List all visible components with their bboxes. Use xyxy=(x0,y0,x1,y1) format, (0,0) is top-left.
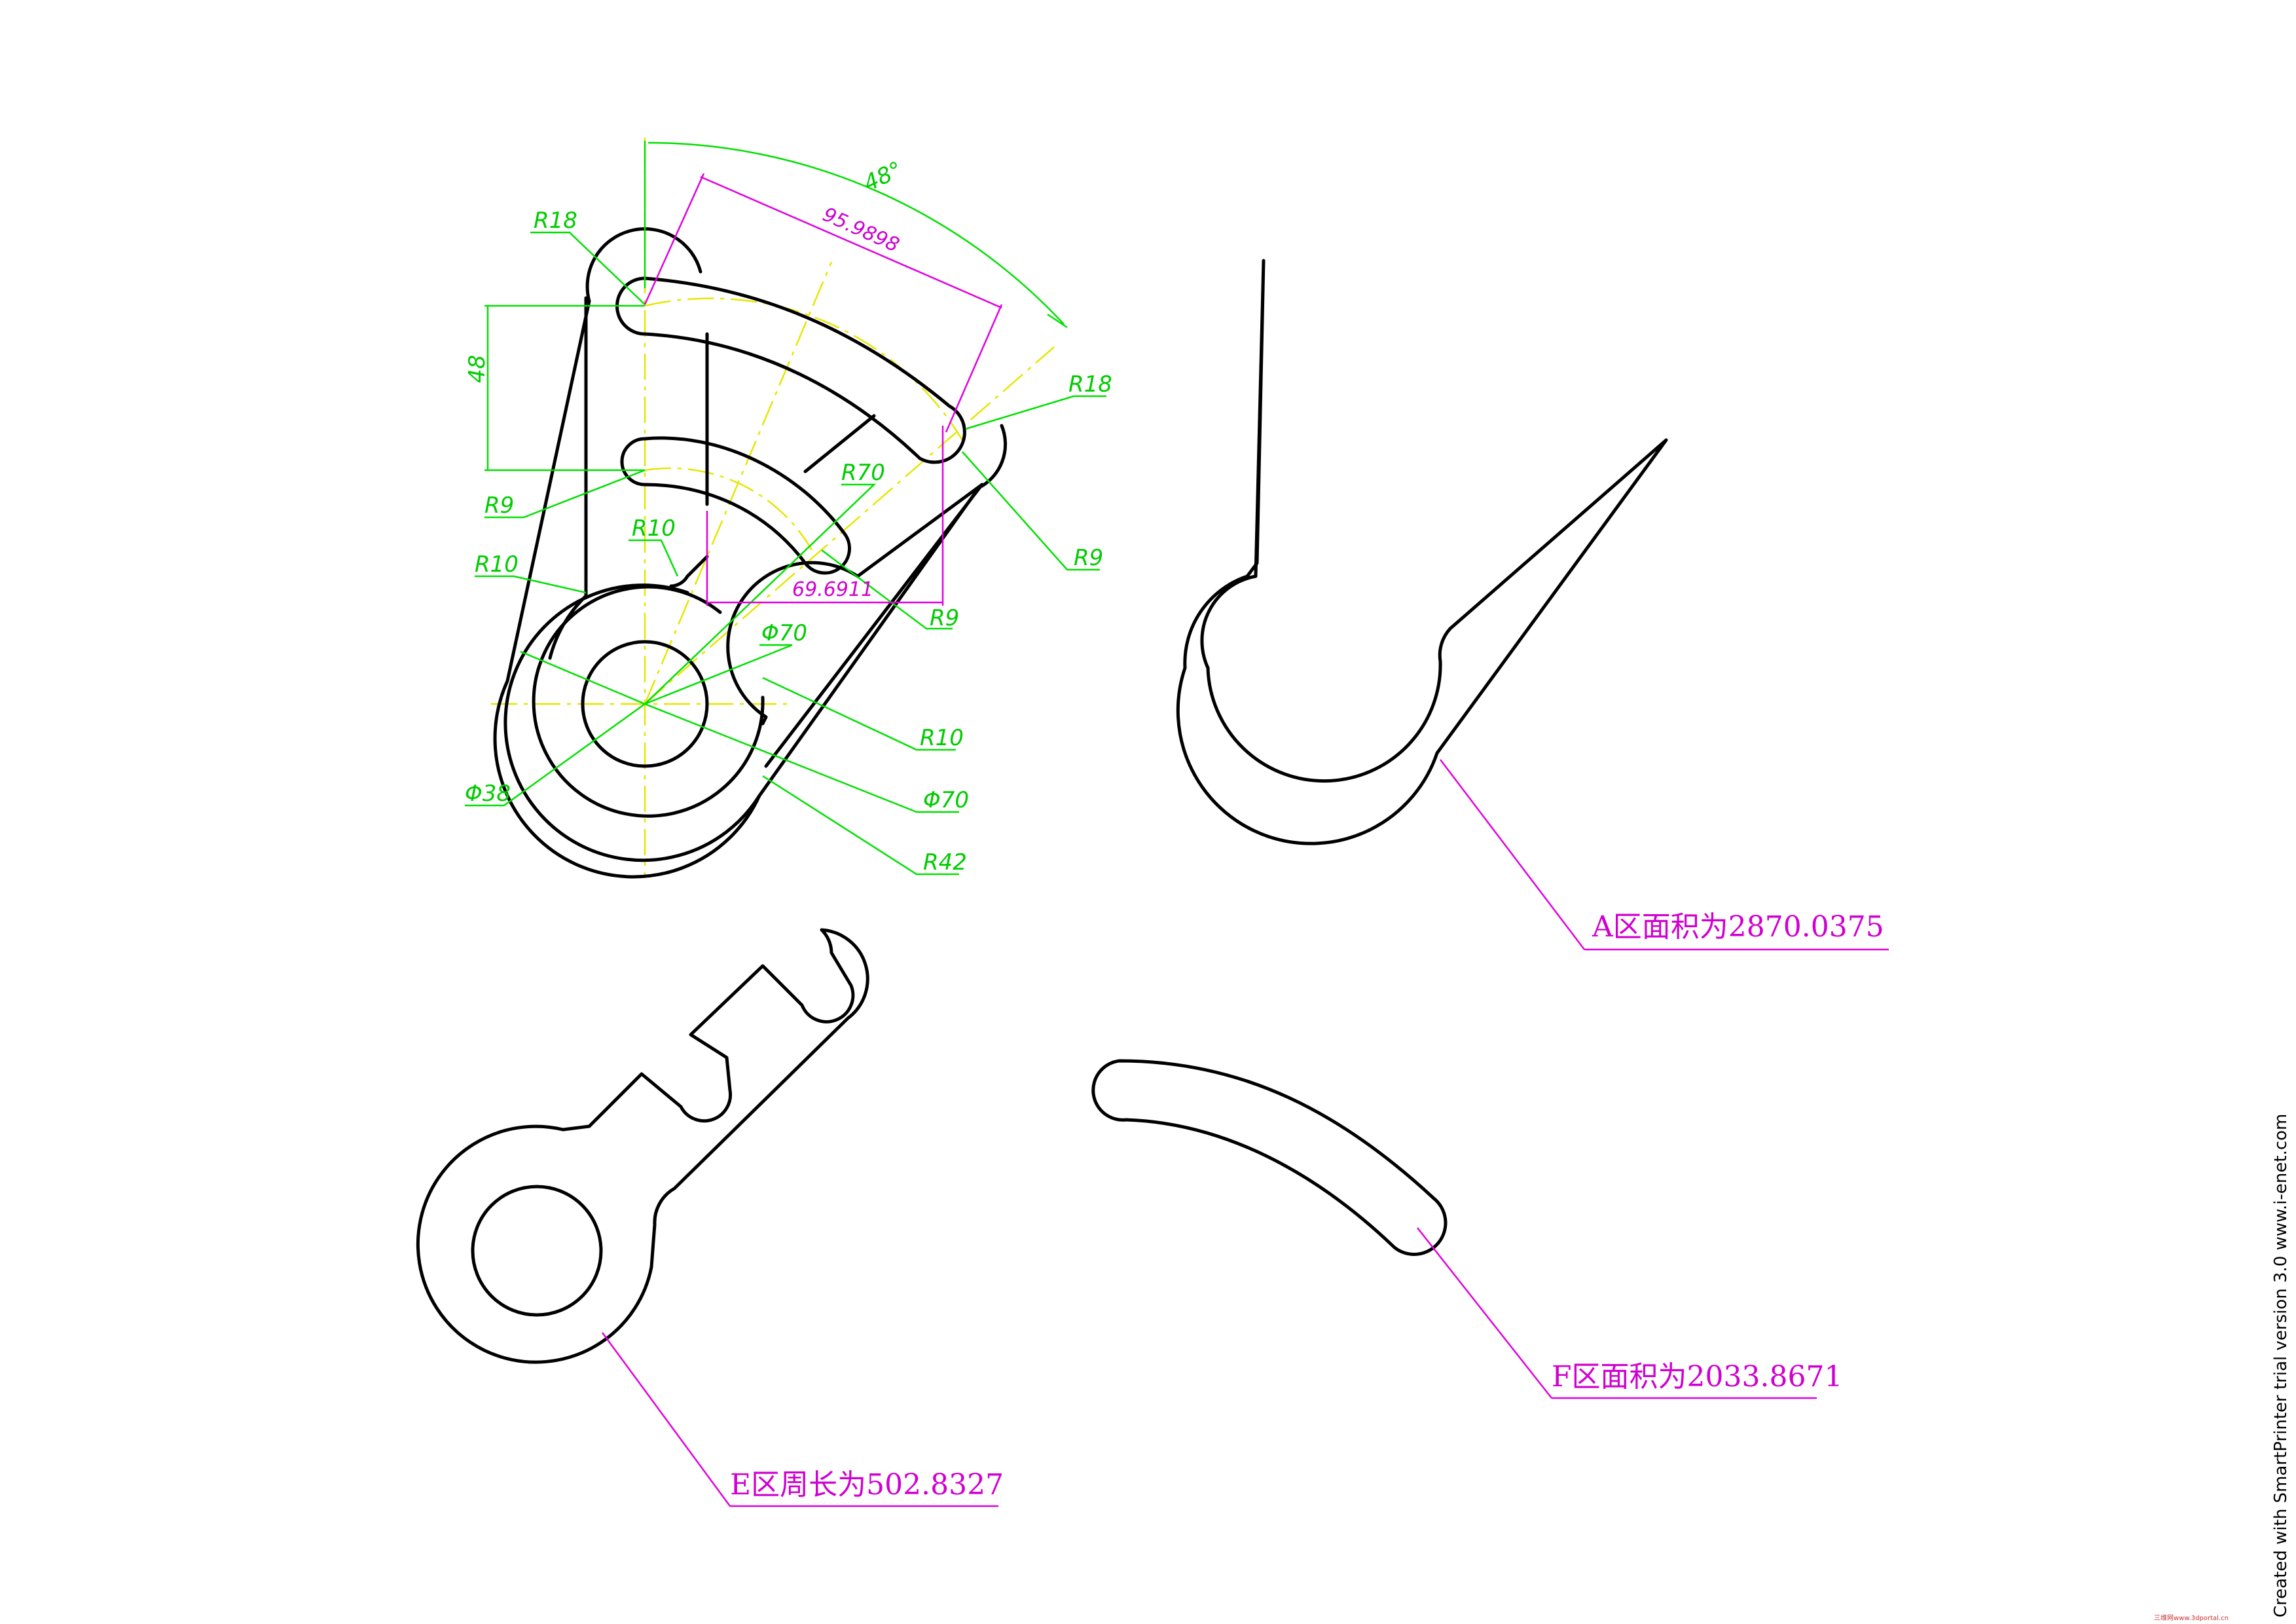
center-lines xyxy=(491,138,1055,877)
r9-right-label: R9 xyxy=(1074,545,1103,571)
region-a-area-label: A区面积为2870.0375 xyxy=(1592,910,1884,944)
r9-left-label: R9 xyxy=(484,492,514,519)
r70-label: R70 xyxy=(841,460,885,486)
corner-watermark: 三维网www.3dportal.cn xyxy=(2154,1614,2229,1622)
r9-mid-label: R9 xyxy=(930,605,959,631)
main-part-outline xyxy=(493,227,1008,879)
phi70-b-label: Φ70 xyxy=(923,787,969,813)
r42-label: R42 xyxy=(923,849,967,876)
smartprinter-watermark: Created with SmartPrinter trial version … xyxy=(2271,1114,2291,1617)
r18-top-left-label: R18 xyxy=(534,208,577,234)
main-part-drawing: 48° 95.9898 48 69.6911 R18 R18 R9 R9 R9 … xyxy=(464,138,1112,879)
angle-label: 48° xyxy=(860,157,907,197)
r18-right-label: R18 xyxy=(1068,371,1112,397)
height-label: 48 xyxy=(464,355,490,383)
phi70-a-label: Φ70 xyxy=(761,620,807,646)
arc-length-label: 95.9898 xyxy=(819,203,903,257)
dimension-lines xyxy=(465,141,1106,876)
phi38-label: Φ38 xyxy=(465,781,511,807)
r10-inner-label: R10 xyxy=(632,515,676,542)
region-f-area-label: F区面积为2033.8671 xyxy=(1552,1360,1842,1393)
region-f-shape: F区面积为2033.8671 xyxy=(1091,1059,1842,1399)
r10-left-label: R10 xyxy=(475,551,519,578)
magenta-dimensions xyxy=(644,173,1003,606)
region-a-shape: A区面积为2870.0375 xyxy=(1176,259,1889,951)
r10-right-label: R10 xyxy=(920,725,964,751)
chord-label: 69.6911 xyxy=(792,578,873,601)
region-e-shape: E区周长为502.8327 xyxy=(416,928,1004,1507)
region-e-perimeter-label: E区周长为502.8327 xyxy=(730,1468,1004,1502)
